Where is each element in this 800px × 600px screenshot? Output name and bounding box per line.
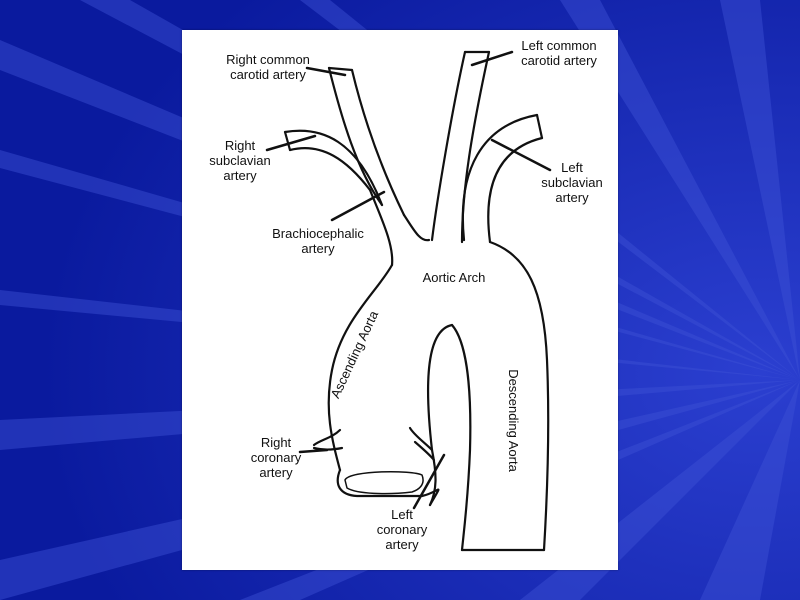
right-subclavian-vessel — [283, 129, 384, 207]
label-aortic-arch: Aortic Arch — [422, 270, 486, 285]
label-descending-aorta: Descending Aorta — [505, 369, 521, 472]
right-coronary-vessel — [312, 428, 342, 447]
label-right-coronary: Right coronary artery — [250, 435, 302, 480]
aorta-diagram — [265, 50, 552, 552]
left-subclavian-vessel-inner — [487, 136, 544, 244]
leader-right-common-carotid — [305, 66, 347, 77]
leader-left-common-carotid — [470, 50, 514, 67]
label-right-common-carotid: Right common carotid artery — [226, 52, 310, 82]
brachiocephalic-vessel — [402, 213, 431, 242]
left-coronary-vessel-inner — [413, 440, 436, 462]
aortic-valve-ring — [344, 470, 424, 495]
right-common-carotid-cap — [327, 66, 354, 72]
label-right-subclavian: Right subclavian artery — [209, 138, 271, 183]
label-brachiocephalic: Brachiocephalic artery — [272, 226, 364, 256]
right-common-carotid-vessel — [327, 66, 384, 207]
label-left-common-carotid: Left common carotid artery — [521, 38, 597, 68]
label-left-subclavian: Left subclavian artery — [541, 160, 603, 205]
aortic-arch-inner-wall — [426, 323, 454, 507]
left-subclavian-vessel — [461, 113, 539, 242]
descending-aorta-inner-wall — [450, 323, 472, 552]
aortic-arch-outer-wall — [488, 240, 550, 552]
label-left-coronary: Left coronary artery — [376, 507, 428, 552]
left-common-carotid-vessel-inner — [460, 50, 491, 244]
right-subclavian-vessel-inner — [288, 147, 372, 192]
left-coronary-vessel — [408, 426, 434, 452]
right-common-carotid-vessel-inner — [350, 68, 406, 217]
leader-right-subclavian — [265, 134, 317, 152]
leader-right-coronary — [298, 448, 329, 454]
ascending-aorta-wall — [327, 263, 394, 472]
leader-brachiocephalic — [330, 190, 386, 222]
diagram-card: Right common carotid artery Left common … — [182, 30, 618, 570]
left-subclavian-cap — [535, 113, 544, 140]
left-common-carotid-vessel — [430, 50, 467, 242]
leader-left-subclavian — [490, 138, 552, 172]
leader-left-coronary — [412, 453, 446, 510]
right-subclavian-cap — [283, 130, 292, 152]
aortic-root — [336, 468, 440, 507]
